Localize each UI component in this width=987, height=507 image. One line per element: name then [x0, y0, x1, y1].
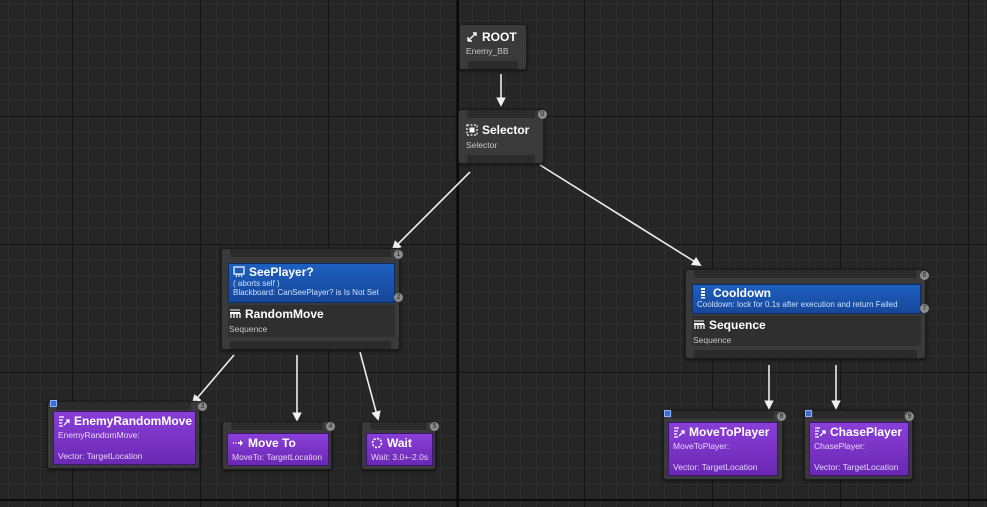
- move-to-icon: [233, 440, 243, 446]
- selector-output-pin[interactable]: [467, 155, 535, 163]
- wire-randommove-enemyrandommove: [191, 354, 235, 405]
- graph-axis-horizontal: [0, 499, 987, 501]
- randommove-subtitle: Sequence: [229, 324, 268, 334]
- movetoplayer-key: Vector: TargetLocation: [673, 462, 758, 472]
- moveto-title: Move To: [248, 436, 296, 450]
- sequence-output-pin[interactable]: [694, 350, 917, 358]
- sequence-icon: [694, 320, 705, 329]
- randommove-index-badge: 1: [394, 250, 403, 259]
- task-wait-node[interactable]: 5 Wait Wait: 3.0+-2.0s: [361, 421, 439, 470]
- seeplayer-decorator[interactable]: SeePlayer? ( aborts self ) Blackboard: C…: [228, 263, 395, 303]
- blueprint-task-icon: [674, 427, 685, 438]
- moveto-input-pin[interactable]: [231, 422, 323, 430]
- blueprint-task-icon: [815, 427, 826, 438]
- wait-icon: [371, 437, 383, 449]
- movetoplayer-title: MoveToPlayer: [689, 425, 770, 439]
- selector-input-pin[interactable]: [467, 110, 535, 118]
- enemyrandommove-body: EnemyRandomMove EnemyRandomMove: Vector:…: [53, 411, 196, 465]
- wire-selector-randommove: [391, 171, 471, 251]
- chaseplayer-title: ChasePlayer: [830, 425, 903, 439]
- root-output-pin[interactable]: [468, 61, 518, 69]
- task-moveto-node[interactable]: 4 Move To MoveTo: TargetLocation: [222, 421, 335, 470]
- seeplayer-condition: Blackboard: CanSeePlayer? is Is Not Set: [233, 288, 379, 297]
- root-node[interactable]: ROOT Enemy_BB: [459, 24, 527, 70]
- cooldown-decorator[interactable]: Cooldown Cooldown: lock for 0.1s after e…: [692, 284, 921, 314]
- enemyrandommove-index-badge: 3: [198, 402, 207, 411]
- enemyrandommove-input-pin[interactable]: [56, 402, 191, 410]
- cooldown-index-badge: 7: [920, 304, 929, 313]
- blueprint-task-icon: [59, 416, 70, 427]
- selector-subtitle: Selector: [466, 140, 498, 150]
- randommove-body: RandomMove Sequence: [228, 305, 395, 337]
- sequence-index-badge: 6: [920, 271, 929, 280]
- root-icon: [467, 32, 477, 42]
- graph-axis-vertical: [457, 0, 459, 507]
- sequence-body: Sequence Sequence: [692, 316, 921, 346]
- randommove-sequence-node[interactable]: 1 SeePlayer? ( aborts self ) Blackboard:…: [221, 248, 403, 350]
- moveto-index-badge: 4: [326, 422, 335, 431]
- wire-selector-sequence: [539, 164, 702, 267]
- randommove-title: RandomMove: [245, 307, 324, 321]
- seeplayer-index-badge: 2: [394, 293, 403, 302]
- randommove-output-pin[interactable]: [230, 341, 391, 349]
- blackboard-decorator-icon: [233, 266, 245, 278]
- cooldown-description: Cooldown: lock for 0.1s after execution …: [697, 300, 898, 309]
- sequence-title: Sequence: [709, 318, 766, 332]
- cooldown-sequence-node[interactable]: 6 Cooldown Cooldown: lock for 0.1s after…: [685, 269, 929, 359]
- sequence-input-pin[interactable]: [694, 270, 917, 278]
- chaseplayer-body: ChasePlayer ChasePlayer: Vector: TargetL…: [809, 422, 909, 476]
- seeplayer-title: SeePlayer?: [249, 265, 314, 279]
- movetoplayer-input-pin[interactable]: [672, 411, 774, 419]
- chaseplayer-key: Vector: TargetLocation: [814, 462, 899, 472]
- movetoplayer-index-badge: 8: [777, 412, 786, 421]
- moveto-desc: MoveTo: TargetLocation: [232, 452, 323, 462]
- cooldown-title: Cooldown: [713, 286, 771, 300]
- movetoplayer-desc: MoveToPlayer:: [673, 441, 730, 451]
- blueprint-marker: [664, 410, 671, 417]
- sequence-subtitle: Sequence: [693, 335, 732, 345]
- seeplayer-abort-mode: ( aborts self ): [233, 279, 280, 288]
- task-enemyrandommove-node[interactable]: 3 EnemyRandomMove EnemyRandomMove: Vecto…: [47, 400, 207, 469]
- wait-index-badge: 5: [430, 422, 439, 431]
- movetoplayer-body: MoveToPlayer MoveToPlayer: Vector: Targe…: [668, 422, 778, 476]
- selector-node[interactable]: 0 Selector Selector: [458, 109, 547, 164]
- chaseplayer-index-badge: 9: [905, 412, 914, 421]
- cooldown-icon: [701, 288, 705, 299]
- wait-body: Wait Wait: 3.0+-2.0s: [366, 433, 433, 466]
- chaseplayer-input-pin[interactable]: [813, 411, 904, 419]
- chaseplayer-desc: ChasePlayer:: [814, 441, 866, 451]
- wait-input-pin[interactable]: [370, 422, 427, 430]
- selector-title: Selector: [482, 123, 530, 137]
- root-title: ROOT: [482, 30, 517, 44]
- selector-index-badge: 0: [538, 110, 547, 119]
- blueprint-marker: [805, 410, 812, 417]
- enemyrandommove-desc: EnemyRandomMove:: [58, 430, 140, 440]
- randommove-input-pin[interactable]: [230, 249, 391, 257]
- wait-desc: Wait: 3.0+-2.0s: [371, 452, 429, 462]
- wait-title: Wait: [387, 436, 412, 450]
- root-subtitle: Enemy_BB: [466, 46, 509, 56]
- wire-randommove-wait: [359, 351, 381, 421]
- task-movetoplayer-node[interactable]: 8 MoveToPlayer MoveToPlayer: Vector: Tar…: [663, 410, 786, 480]
- task-chaseplayer-node[interactable]: 9 ChasePlayer ChasePlayer: Vector: Targe…: [804, 410, 914, 480]
- moveto-body: Move To MoveTo: TargetLocation: [227, 433, 329, 466]
- selector-icon: [466, 124, 478, 136]
- blueprint-marker: [50, 400, 57, 407]
- enemyrandommove-title: EnemyRandomMove: [74, 414, 193, 428]
- sequence-icon: [230, 309, 241, 318]
- enemyrandommove-key: Vector: TargetLocation: [58, 451, 143, 461]
